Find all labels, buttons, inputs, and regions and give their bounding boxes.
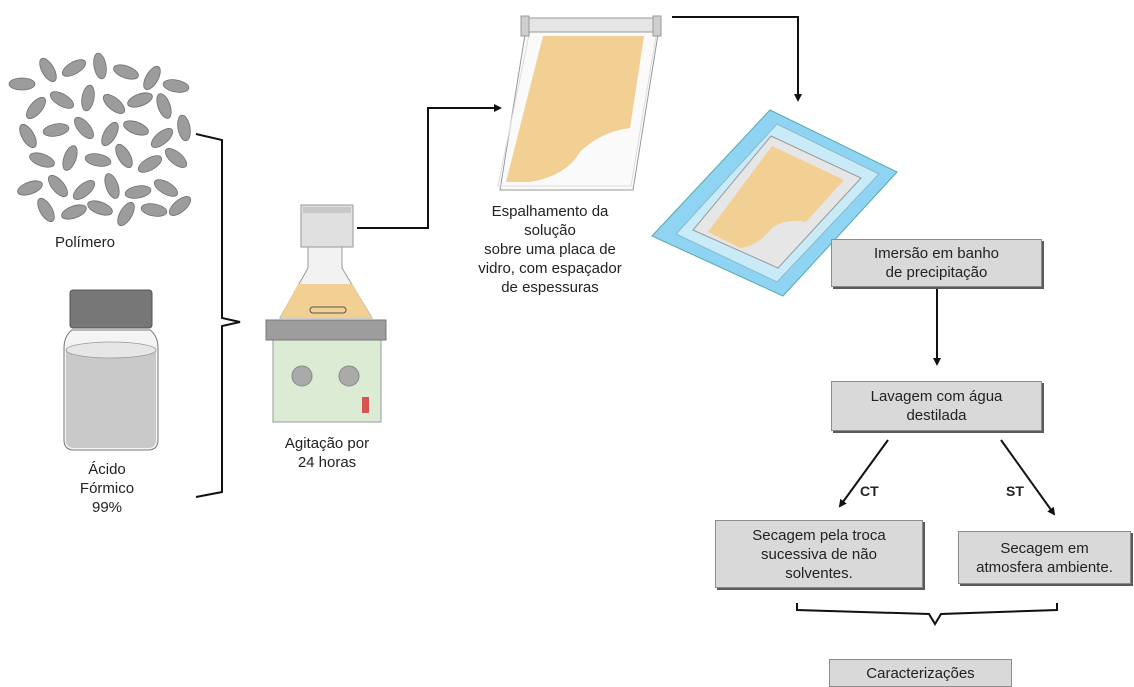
glass-plate-illustration xyxy=(497,15,662,191)
polymer-pellet xyxy=(102,94,126,114)
polymer-pellet xyxy=(123,120,149,136)
polymer-pellet xyxy=(42,123,70,137)
polymer-pellet xyxy=(153,179,179,197)
stirring-label: Agitação por 24 horas xyxy=(284,435,370,471)
polymer-pellet xyxy=(150,128,174,148)
ambient-drying-text: Secagem em atmosfera ambiente. xyxy=(976,539,1113,576)
polymer-pellet xyxy=(26,96,46,120)
polymer-pellet xyxy=(113,64,139,80)
polymer-pellet xyxy=(164,148,188,168)
polymer-pellet xyxy=(19,123,37,149)
washing-box-text: Lavagem com água destilada xyxy=(870,388,1003,424)
polymer-pellet xyxy=(39,57,57,83)
solvent-exchange-drying-text: Secagem pela troca sucessiva de não solv… xyxy=(752,526,886,582)
spreading-label: Espalhamento da solução sobre uma placa … xyxy=(478,203,622,296)
polymer-pellet xyxy=(127,92,153,108)
polymer-pellet xyxy=(117,201,135,227)
formic-acid-bottle-illustration xyxy=(63,289,159,451)
polymer-pellet xyxy=(124,185,152,199)
arrow-to-st xyxy=(1000,439,1056,516)
polymer-pellet xyxy=(115,143,133,169)
polymer-pellet xyxy=(74,116,94,140)
polymer-pellet xyxy=(72,180,96,200)
solvent-exchange-drying-box: Secagem pela troca sucessiva de não solv… xyxy=(715,520,923,588)
arrow-to-ct xyxy=(838,439,889,508)
characterization-text: Caracterizações xyxy=(866,664,975,682)
left-bracket xyxy=(195,133,241,498)
polymer-pellet xyxy=(168,196,192,216)
washing-box: Lavagem com água destilada xyxy=(831,381,1042,431)
formic-acid-label: Ácido Fórmico 99% xyxy=(79,461,135,516)
polymer-pellet xyxy=(48,174,68,198)
polymer-pellet xyxy=(29,152,55,168)
polymer-pellet xyxy=(8,77,36,91)
ambient-drying-box: Secagem em atmosfera ambiente. xyxy=(958,531,1131,584)
arrow-to-immersion xyxy=(672,16,802,102)
arrow-to-spreading xyxy=(357,104,502,229)
polymer-pellet xyxy=(156,93,172,119)
characterization-box: Caracterizações xyxy=(829,659,1012,687)
immersion-box-text: Imersão em banho de precipitação xyxy=(873,245,1000,281)
ct-label: CT xyxy=(860,483,879,499)
polymer-pellet xyxy=(177,114,191,142)
polymer-label: Polímero xyxy=(55,234,116,251)
polymer-pellet xyxy=(140,203,168,217)
polymer-pellet xyxy=(49,91,75,109)
precipitation-bath-illustration xyxy=(651,109,898,297)
polymer-pellet xyxy=(162,79,190,93)
polymer-pellet xyxy=(137,155,163,173)
immersion-box: Imersão em banho de precipitação xyxy=(831,239,1042,287)
polymer-pellet xyxy=(61,59,87,77)
polymer-pellet xyxy=(93,52,107,80)
polymer-pellet xyxy=(17,180,43,196)
polymer-pellet xyxy=(81,84,95,112)
flask-stirrer-illustration xyxy=(265,204,387,423)
polymer-pellet xyxy=(84,153,112,167)
polymer-pellet xyxy=(104,173,120,199)
polymer-pellets-illustration xyxy=(8,52,192,227)
polymer-pellet xyxy=(61,204,87,220)
polymer-pellet xyxy=(143,65,161,91)
bottom-bracket xyxy=(796,603,1058,626)
polymer-pellet xyxy=(101,121,119,147)
polymer-pellet xyxy=(62,145,78,171)
polymer-pellet xyxy=(37,197,55,223)
st-label: ST xyxy=(1006,483,1024,499)
polymer-pellet xyxy=(87,200,113,216)
